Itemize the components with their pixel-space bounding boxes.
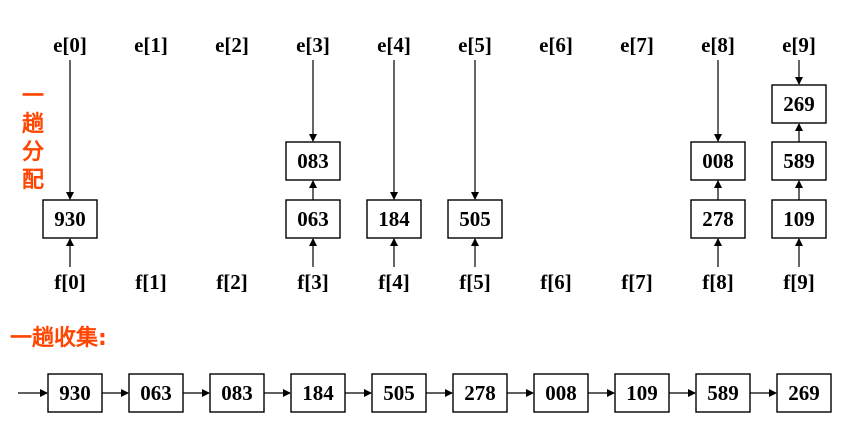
distribution-title: 一趟分配: [22, 84, 45, 193]
node-box: [285, 199, 341, 239]
node-box: [366, 199, 422, 239]
head-label-4: e[4]: [377, 33, 411, 57]
chain-box: [533, 373, 589, 413]
bucket-3-node-0: 063: [285, 199, 341, 239]
node-value: 063: [297, 207, 329, 231]
tail-label-1: f[1]: [135, 270, 166, 294]
chain-box: [695, 373, 751, 413]
head-label-2: e[2]: [215, 33, 249, 57]
chain-value: 008: [545, 381, 577, 405]
chain-value: 505: [383, 381, 415, 405]
chain-node-3: 184: [290, 373, 346, 413]
tail-label-7: f[7]: [621, 270, 652, 294]
chain-box: [290, 373, 346, 413]
chain-value: 184: [302, 381, 334, 405]
bucket-4-node-0: 184: [366, 199, 422, 239]
chain-value: 109: [626, 381, 658, 405]
node-value: 278: [702, 207, 734, 231]
node-value: 109: [783, 207, 815, 231]
tail-label-8: f[8]: [702, 270, 733, 294]
chain-node-9: 269: [776, 373, 832, 413]
node-value: 505: [459, 207, 491, 231]
head-label-6: e[6]: [539, 33, 573, 57]
head-label-5: e[5]: [458, 33, 492, 57]
node-value: 589: [783, 149, 815, 173]
chain-box: [776, 373, 832, 413]
distribution-title-text: 一趟分配: [22, 84, 45, 193]
chain-node-5: 278: [452, 373, 508, 413]
bucket-5-node-0: 505: [447, 199, 503, 239]
head-pointer-labels: e[0] e[1] e[2] e[3] e[4] e[5] e[6] e[7] e[8] e[9]: [53, 33, 816, 57]
collected-chain: 930 063 083 184 505 278 008 109 589 269: [18, 373, 832, 413]
bucket-9-node-0: 109: [771, 199, 827, 239]
node-box: [42, 199, 98, 239]
bucket-arrows: [66, 60, 803, 267]
chain-node-4: 505: [371, 373, 427, 413]
bucket-3-node-1: 083: [285, 141, 341, 181]
bucket-nodes: 930 063 083 184 505 278 008 109 589 269: [42, 84, 827, 239]
bucket-0-node-0: 930: [42, 199, 98, 239]
bucket-9-node-1: 589: [771, 141, 827, 181]
tail-label-5: f[5]: [459, 270, 490, 294]
chain-box: [614, 373, 670, 413]
chain-node-2: 083: [209, 373, 265, 413]
node-box: [690, 199, 746, 239]
chain-box: [128, 373, 184, 413]
tail-label-0: f[0]: [54, 270, 85, 294]
head-label-3: e[3]: [296, 33, 330, 57]
bucket-9-node-2: 269: [771, 84, 827, 124]
tail-label-3: f[3]: [297, 270, 328, 294]
chain-node-0: 930: [47, 373, 103, 413]
chain-value: 930: [59, 381, 91, 405]
tail-label-9: f[9]: [783, 270, 814, 294]
tail-label-6: f[6]: [540, 270, 571, 294]
collection-title: 一趟收集:: [10, 325, 107, 351]
node-box: [771, 84, 827, 124]
chain-node-8: 589: [695, 373, 751, 413]
chain-box: [371, 373, 427, 413]
chain-value: 269: [788, 381, 820, 405]
chain-node-7: 109: [614, 373, 670, 413]
head-label-7: e[7]: [620, 33, 654, 57]
node-box: [771, 199, 827, 239]
tail-label-4: f[4]: [378, 270, 409, 294]
head-label-9: e[9]: [782, 33, 816, 57]
node-value: 930: [54, 207, 86, 231]
tail-pointer-labels: f[0] f[1] f[2] f[3] f[4] f[5] f[6] f[7] f[8] f[9]: [54, 270, 814, 294]
chain-value: 083: [221, 381, 253, 405]
chain-value: 278: [464, 381, 496, 405]
chain-value: 063: [140, 381, 172, 405]
tail-label-2: f[2]: [216, 270, 247, 294]
bucket-8-node-1: 008: [690, 141, 746, 181]
chain-node-1: 063: [128, 373, 184, 413]
node-value: 008: [702, 149, 734, 173]
head-label-8: e[8]: [701, 33, 735, 57]
head-label-0: e[0]: [53, 33, 87, 57]
chain-box: [47, 373, 103, 413]
chain-node-6: 008: [533, 373, 589, 413]
node-value: 269: [783, 92, 815, 116]
node-value: 184: [378, 207, 410, 231]
node-value: 083: [297, 149, 329, 173]
head-label-1: e[1]: [134, 33, 168, 57]
chain-value: 589: [707, 381, 739, 405]
bucket-8-node-0: 278: [690, 199, 746, 239]
